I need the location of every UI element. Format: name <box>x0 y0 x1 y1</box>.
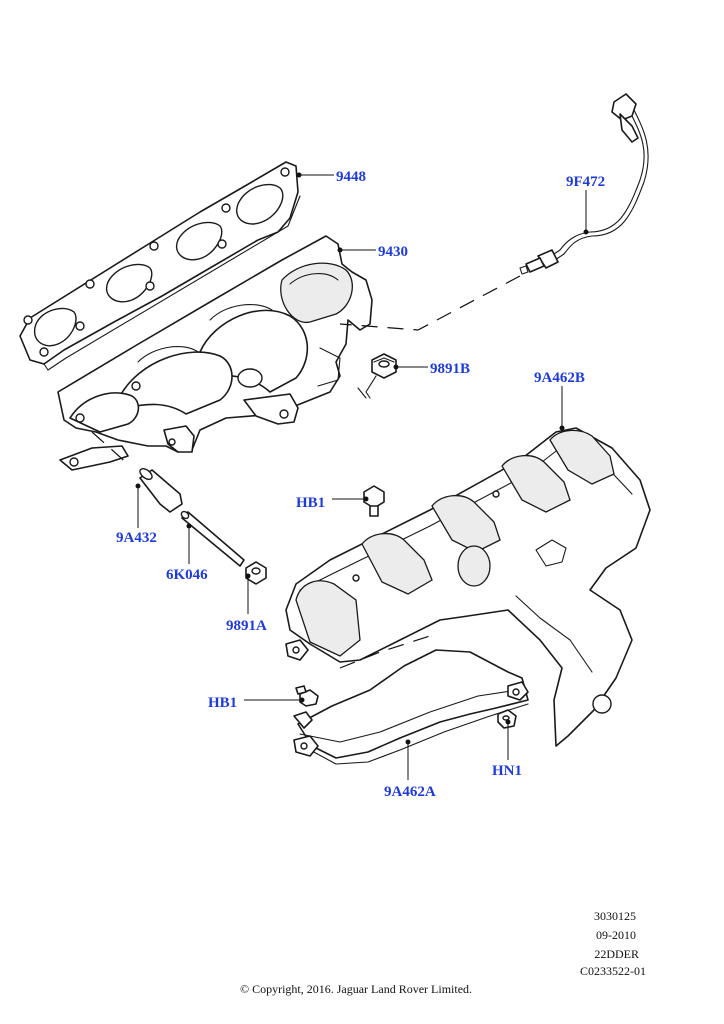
heat-shield-9a462b <box>285 427 651 747</box>
label-9a432: 9A432 <box>116 530 157 546</box>
stud-6k046 <box>180 510 245 567</box>
callout-9f472: 9F472 <box>566 174 605 235</box>
callout-9430: 9430 <box>337 244 408 260</box>
callout-9891b: 9891B <box>393 361 470 377</box>
callout-9448: 9448 <box>296 169 366 185</box>
sleeve-9a432 <box>139 467 183 513</box>
label-9891a: 9891A <box>226 618 267 634</box>
info-line-3: 22DDER <box>594 947 639 961</box>
heat-shield-9a462a <box>293 649 529 765</box>
label-9a462b: 9A462B <box>534 370 585 386</box>
label-9430: 9430 <box>378 244 408 260</box>
oxygen-sensor-9f472 <box>519 93 649 275</box>
bolt-hb1-lower <box>295 685 319 707</box>
nut-9891b <box>371 353 397 379</box>
callout-hn1: HN1 <box>492 719 522 779</box>
label-hb1-upper: HB1 <box>296 495 325 511</box>
label-6k046: 6K046 <box>166 567 208 583</box>
bolt-hb1-upper <box>363 485 385 517</box>
callout-9a462a: 9A462A <box>384 739 436 800</box>
info-line-4: C0233522-01 <box>580 964 646 978</box>
label-hb1-lower: HB1 <box>208 695 237 711</box>
callout-hb1-upper: HB1 <box>296 495 369 511</box>
gasket-9448 <box>19 161 301 371</box>
callout-hb1-lower: HB1 <box>208 695 305 711</box>
callout-9a462b: 9A462B <box>534 370 585 431</box>
label-9f472: 9F472 <box>566 174 605 190</box>
label-9448: 9448 <box>336 169 366 185</box>
nut-hn1 <box>497 709 517 729</box>
callout-9a432: 9A432 <box>116 483 157 546</box>
label-9a462a: 9A462A <box>384 784 436 800</box>
label-9891b: 9891B <box>430 361 470 377</box>
assembly-dash-lines <box>91 275 521 669</box>
callout-6k046: 6K046 <box>166 523 208 583</box>
nut-9891a <box>245 561 267 585</box>
info-line-2: 09-2010 <box>596 928 636 942</box>
exhaust-manifold-9430 <box>57 235 373 471</box>
drawing-info-block: 3030125 09-2010 22DDER C0233522-01 <box>580 909 646 978</box>
label-hn1: HN1 <box>492 763 522 779</box>
info-line-1: 3030125 <box>594 909 636 923</box>
callout-9891a: 9891A <box>226 573 267 634</box>
copyright-notice: © Copyright, 2016. Jaguar Land Rover Lim… <box>240 982 472 996</box>
